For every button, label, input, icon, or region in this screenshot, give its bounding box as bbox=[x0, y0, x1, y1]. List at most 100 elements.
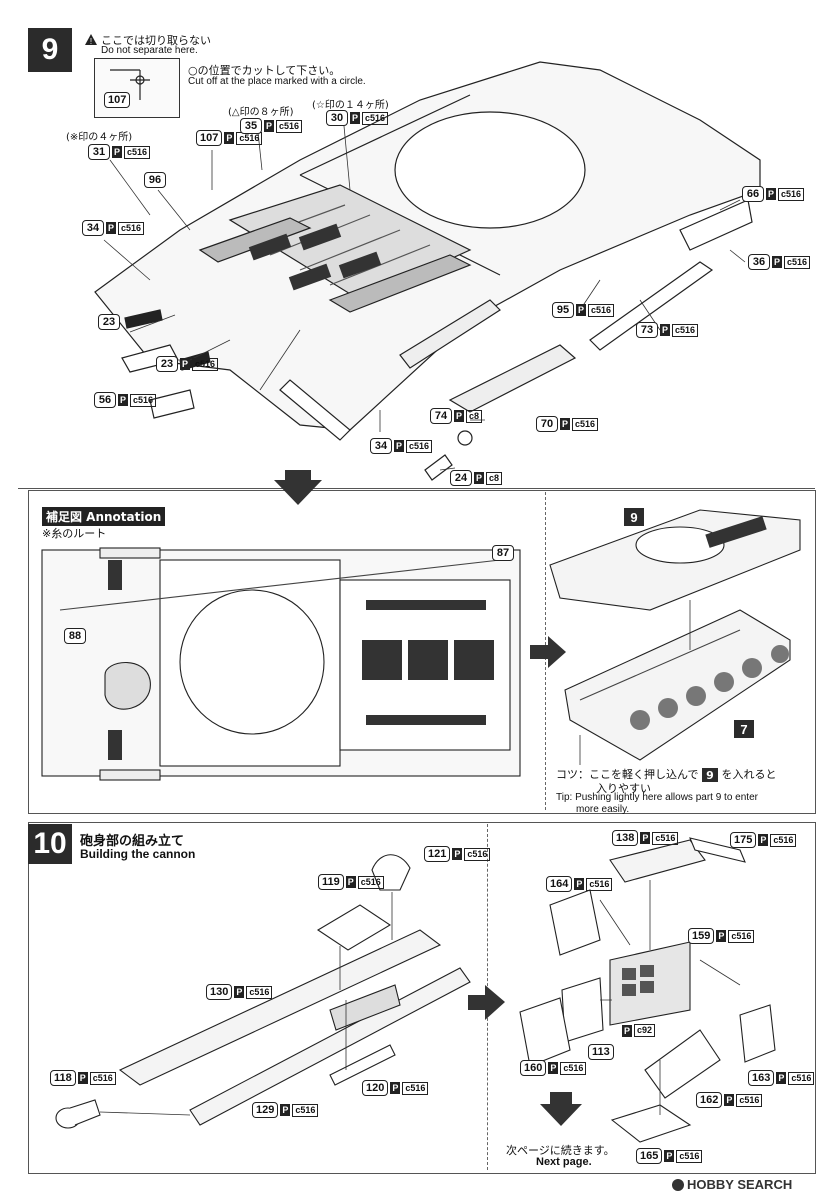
sprue-code: c516 bbox=[586, 877, 613, 891]
part-number: 165 bbox=[636, 1148, 663, 1164]
step10-title-en: Building the cannon bbox=[80, 847, 196, 861]
warning-icon: ! bbox=[84, 33, 98, 51]
part-number: 163 bbox=[748, 1070, 775, 1086]
sprue-code: c516 bbox=[770, 833, 797, 847]
next-page-en: Next page. bbox=[536, 1156, 592, 1168]
sprue-mark: P bbox=[548, 1062, 559, 1074]
sprue-code: c516 bbox=[672, 323, 699, 337]
part-number: 70 bbox=[536, 416, 558, 432]
part-number: 34 bbox=[370, 438, 392, 454]
watermark: HOBBY SEARCH bbox=[672, 1177, 792, 1192]
sprue-code: c516 bbox=[788, 1071, 815, 1085]
tip-jp: コツ：ここを軽く押し込んで 9 を入れると bbox=[556, 768, 777, 782]
step-10-number: 10 bbox=[33, 827, 67, 860]
part-number: 118 bbox=[50, 1070, 76, 1086]
sprue-code: c516 bbox=[276, 119, 303, 133]
sprue-code: c516 bbox=[402, 1081, 429, 1095]
part-number: 121 bbox=[424, 846, 451, 862]
sprue-code: c516 bbox=[572, 417, 599, 431]
sprue-mark: P bbox=[280, 1104, 291, 1116]
part-87-label: 87 bbox=[492, 545, 514, 561]
sprue-mark: P bbox=[766, 188, 777, 200]
subassembly-9-badge: 9 bbox=[624, 508, 644, 526]
sprue-mark: P bbox=[77, 1072, 88, 1084]
part-number: 119 bbox=[318, 874, 344, 890]
sprue-code: c516 bbox=[676, 1149, 703, 1163]
sprue-mark: P bbox=[574, 878, 585, 890]
part-number: 23 bbox=[156, 356, 178, 372]
sprue-mark: P bbox=[560, 418, 571, 430]
part-number: 30 bbox=[326, 110, 348, 126]
annotation-note: ※糸のルート bbox=[42, 527, 107, 540]
sprue-code: c516 bbox=[124, 145, 151, 159]
sprue-mark: P bbox=[390, 1082, 401, 1094]
step10-title-jp: 砲身部の組み立て bbox=[80, 834, 185, 849]
sprue-mark: P bbox=[724, 1094, 735, 1106]
part-number: 160 bbox=[520, 1060, 547, 1076]
part-96-label: 96 bbox=[144, 172, 166, 188]
part-number: 23 bbox=[98, 314, 120, 330]
sprue-mark: P bbox=[576, 304, 587, 316]
sprue-code: c516 bbox=[464, 847, 491, 861]
warning-jp: ここでは切り取らない bbox=[101, 34, 211, 47]
sprue-mark: P bbox=[106, 222, 117, 234]
sprue-mark: P bbox=[224, 132, 235, 144]
part-number: 113 bbox=[588, 1044, 614, 1060]
part-number: 31 bbox=[88, 144, 110, 160]
part-number: 164 bbox=[546, 876, 573, 892]
step-10-badge: 10 bbox=[28, 824, 72, 864]
sprue-code: c516 bbox=[778, 187, 805, 201]
tip-num-badge: 9 bbox=[701, 768, 718, 782]
part-number: 96 bbox=[144, 172, 166, 188]
sprue-code: c516 bbox=[362, 111, 389, 125]
sprue-code: c516 bbox=[560, 1061, 587, 1075]
sprue-code: c516 bbox=[118, 221, 145, 235]
sprue-code: c516 bbox=[652, 831, 679, 845]
part-number: 24 bbox=[450, 470, 472, 486]
cut-instruction-jp: ○の位置でカットして下さい。 bbox=[188, 64, 341, 77]
annotation-title: 補足図 Annotation bbox=[46, 510, 162, 524]
step9-frame bbox=[18, 28, 815, 489]
sprue-mark: P bbox=[758, 834, 769, 846]
sprue-code: c516 bbox=[246, 985, 273, 999]
part-88-label: 88 bbox=[64, 628, 86, 644]
part-number: 159 bbox=[688, 928, 715, 944]
tip-en-1: Tip: Pushing lightly here allows part 9 … bbox=[556, 792, 758, 803]
sprue-code: c8 bbox=[486, 471, 503, 485]
note-x: (※印の４ヶ所) bbox=[66, 132, 133, 143]
part-113-label: 113 bbox=[588, 1044, 614, 1060]
part-number: 56 bbox=[94, 392, 116, 408]
part-number: 107 bbox=[196, 130, 223, 146]
note-triangle: (△印の８ヶ所) bbox=[228, 107, 294, 118]
part-number: 175 bbox=[730, 832, 757, 848]
sprue-mark: P bbox=[452, 848, 463, 860]
part-number: 66 bbox=[742, 186, 764, 202]
svg-text:!: ! bbox=[90, 37, 92, 46]
part-number: 34 bbox=[82, 220, 104, 236]
sprue-mark: P bbox=[394, 440, 405, 452]
annotation-title-badge: 補足図 Annotation bbox=[42, 507, 166, 526]
sprue-mark: P bbox=[112, 146, 123, 158]
sprue-mark: P bbox=[772, 256, 783, 268]
sprue-mark: P bbox=[264, 120, 275, 132]
sprue-mark: P bbox=[474, 472, 485, 484]
